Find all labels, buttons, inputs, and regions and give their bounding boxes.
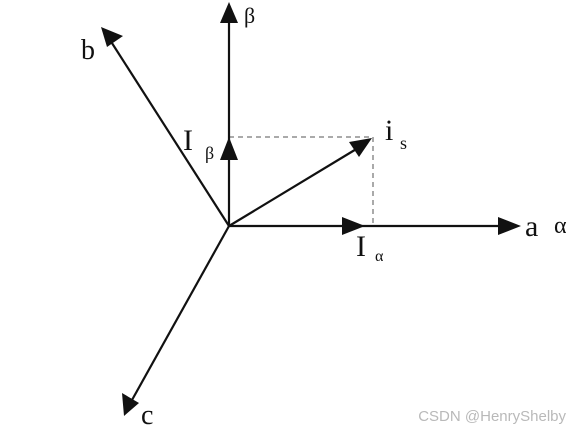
i-beta-arrowhead — [220, 137, 238, 160]
is-vector-arrowhead — [349, 138, 372, 157]
watermark-text: CSDN @HenryShelby — [418, 408, 566, 425]
b-axis — [109, 39, 230, 227]
c-axis-label: c — [141, 400, 153, 431]
b-axis-label: b — [81, 35, 95, 66]
a-axis-label: a — [525, 210, 538, 243]
alpha-axis-arrowhead — [498, 217, 521, 235]
i-alpha-label-sub: α — [375, 248, 384, 265]
beta-axis-arrowhead — [220, 2, 238, 23]
i-beta-label-main: I — [183, 124, 193, 157]
i-alpha-arrowhead — [342, 217, 365, 235]
alpha-axis-label: α — [554, 213, 567, 239]
is-vector — [228, 147, 359, 227]
is-label-sub: s — [400, 133, 407, 153]
i-beta-label-sub: β — [205, 143, 214, 163]
is-label-main: i — [385, 114, 393, 147]
beta-axis-label: β — [244, 3, 255, 28]
c-axis-arrowhead — [122, 393, 139, 416]
b-axis-arrowhead — [101, 27, 123, 47]
c-axis — [131, 225, 230, 401]
i-alpha-label-main: I — [356, 230, 366, 263]
